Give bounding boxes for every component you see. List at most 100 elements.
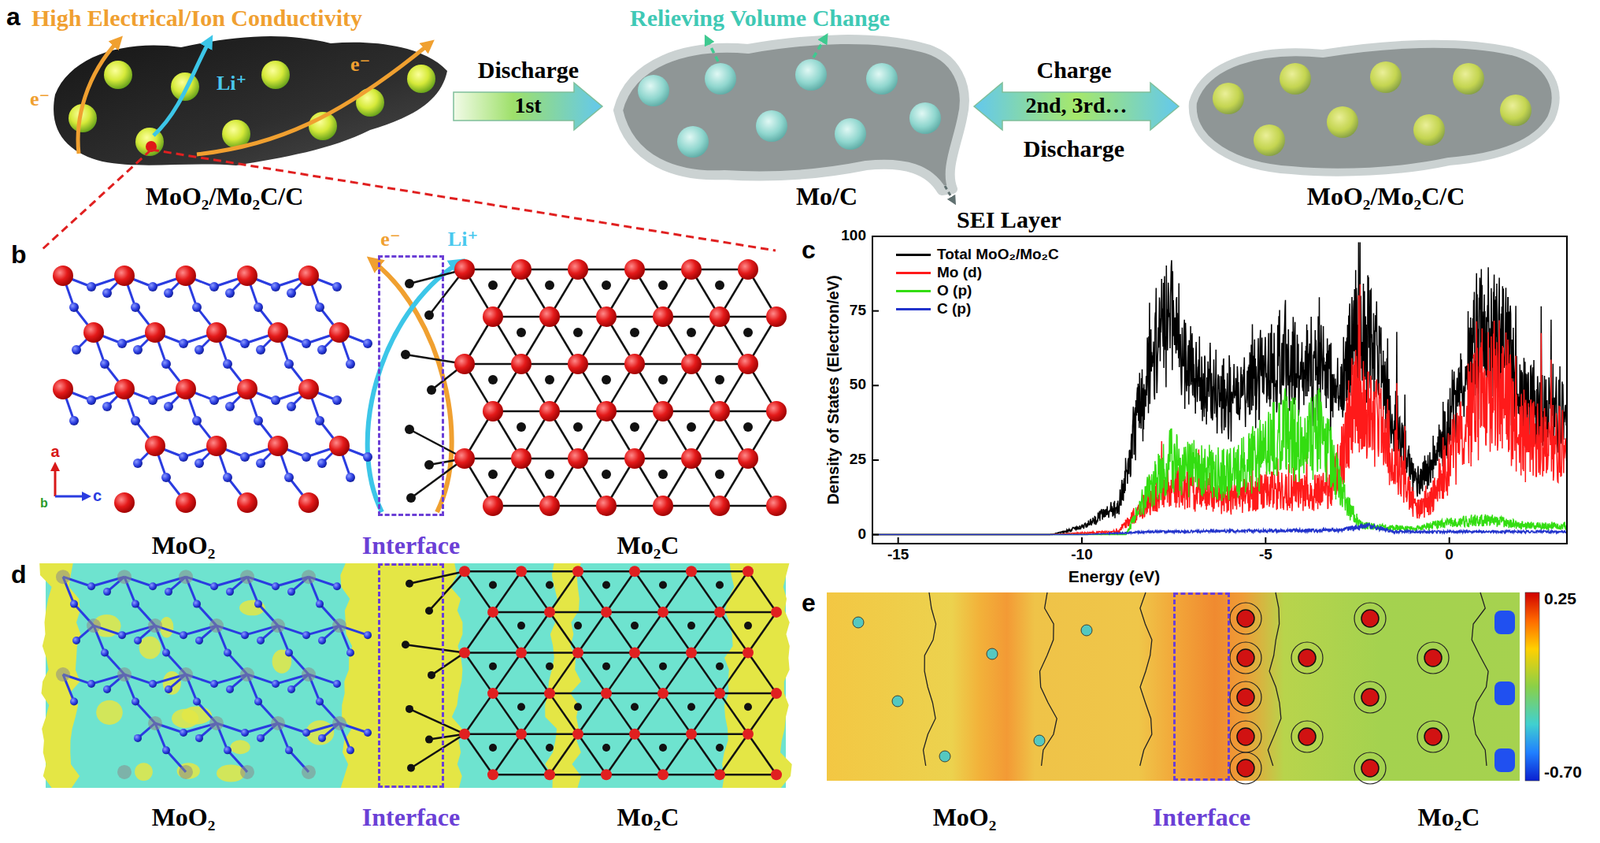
legend-text: Total MoO₂/Mo₂C [937,245,1060,263]
o-atom [70,600,78,608]
contour-spot [1361,759,1379,777]
o-atom [318,636,326,645]
c-atom [405,704,414,713]
mo-atom [652,495,674,516]
panel-letter: d [11,560,27,589]
mo-atom [511,353,532,375]
mo-atom [298,378,319,400]
tick [1264,537,1267,544]
mo-atom [515,647,527,659]
dos-curves [872,242,1567,535]
contour-spot [892,695,904,707]
mo-atom [86,618,101,633]
process-label: Discharge [1023,135,1125,162]
c-atom [488,743,497,752]
mo-atom [657,768,669,780]
bond [464,651,522,654]
contour-spot [939,750,951,762]
mo-atom [770,768,782,780]
o-atom [254,696,263,705]
mo-atom [657,687,669,699]
tick [872,384,879,386]
interface-box: Interface [377,562,445,788]
mo-atom [240,666,255,682]
bond [577,570,607,612]
mo-atom [301,569,316,584]
mo-atom [332,715,347,730]
o-atom [69,415,79,426]
bond [464,692,493,734]
c-atom [658,280,668,290]
bond [662,611,692,653]
contour-spot [1494,681,1515,705]
c-atom [426,385,437,395]
mo-atom [685,728,697,740]
o-atom [69,302,79,312]
legend-row: Mo (d) [896,263,1060,282]
mo-atom [329,435,350,456]
tick [1081,537,1083,544]
tick-label: -5 [1259,546,1273,563]
mo-atom [709,495,730,516]
mo-atom [329,322,350,343]
o-atom [222,359,233,369]
process-arrow [974,82,1179,130]
bond [521,652,550,694]
mo-atom [596,495,617,516]
bond [464,733,493,775]
mo-atom [298,492,319,513]
bond [549,773,607,776]
legend-row: O (p) [896,281,1060,300]
c-atom [544,280,555,290]
mo-atom [600,768,612,780]
c-atom [573,422,583,432]
phase-label: Mo₂C [617,803,680,831]
o-atom [148,281,158,292]
o-atom [318,733,326,742]
bond [431,652,465,675]
mo-atom [572,728,584,740]
bond [549,733,578,775]
mo-atom [742,647,754,659]
c-atom [630,621,639,630]
tick [872,533,879,536]
o-atom [317,458,327,468]
dos-curve [872,522,1567,534]
c-atom [406,492,416,503]
o-atom [363,630,372,639]
c-atom [602,743,611,752]
o-atom [209,281,219,292]
mo-atom [482,495,504,516]
isosurface [171,708,199,728]
layer-label: SEI Layer [954,206,1064,233]
c-atom [686,422,697,432]
mo-atom [539,495,560,516]
mo-atom [459,647,471,659]
o-atom [130,415,141,426]
mo-atom [596,306,617,327]
mo-atom [544,768,556,780]
bond [577,652,607,694]
bond [634,732,692,735]
o-atom [315,696,324,705]
bond [549,611,607,614]
legend-text: Mo (d) [937,263,982,281]
c-atom [715,662,724,671]
axis-arrow [55,495,87,498]
edge-label: 2nd, 3rd… [1025,93,1127,119]
contour-spot [1494,610,1515,634]
o-atom [287,587,296,596]
tick-label: 0 [857,525,867,543]
bond [606,692,663,695]
phase-label: Mo₂C [617,531,680,560]
tick-label: -15 [887,546,909,563]
o-atom [255,344,266,355]
bond [606,692,635,734]
c-atom [517,702,526,711]
o-atom [301,451,312,462]
crystal-structure [52,259,787,516]
process-label: Discharge [477,56,579,83]
mo-atom [487,768,499,780]
c-atom [686,327,697,338]
o-atom [133,733,142,742]
